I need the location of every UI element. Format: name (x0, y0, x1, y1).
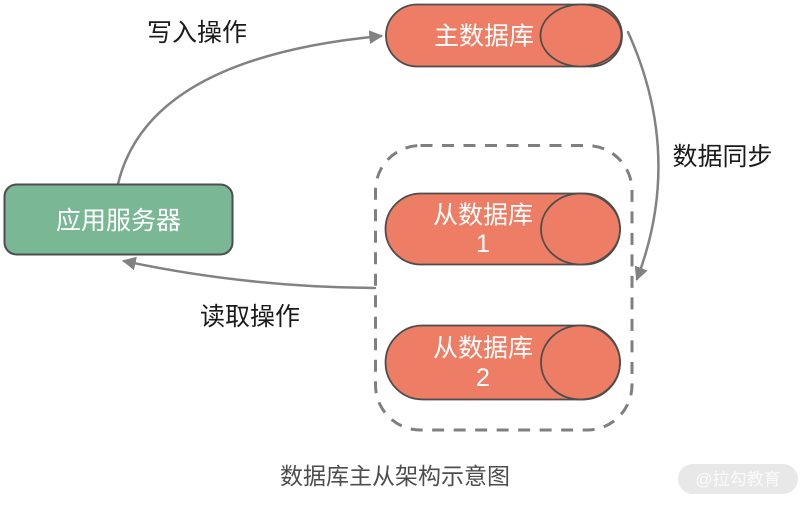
diagram-caption: 数据库主从架构示意图 (280, 463, 510, 489)
slave-db-2-label: 从数据库 (433, 335, 533, 363)
sync-arrow (626, 30, 660, 281)
app-server-label: 应用服务器 (56, 207, 181, 235)
slave-db-2-end-cap (540, 324, 621, 401)
node-app-server: 应用服务器 (3, 183, 234, 256)
slave-db-1-number: 1 (476, 230, 490, 258)
slave-db-1-end-cap (540, 192, 621, 266)
watermark-label: @拉勾教育 (695, 470, 780, 489)
write-operation-label: 写入操作 (147, 19, 247, 47)
watermark-background (678, 464, 798, 494)
node-master-db: 主数据库 (385, 3, 623, 68)
read-arrow (121, 256, 377, 290)
node-slave-db-1: 从数据库 1 (384, 192, 621, 266)
node-slave-db-2: 从数据库 2 (384, 324, 621, 401)
write-arrow (116, 30, 384, 186)
read-operation-label: 读取操作 (200, 303, 300, 331)
watermark-badge: @拉勾教育 (678, 464, 798, 494)
app-server-box (3, 183, 234, 256)
master-db-label: 主数据库 (434, 23, 534, 51)
slave-db-1-label: 从数据库 (433, 202, 533, 230)
slave-db-2-number: 2 (476, 364, 490, 392)
slave-group-container (374, 144, 634, 432)
data-sync-label: 数据同步 (672, 143, 772, 171)
master-db-end-cap (539, 3, 623, 68)
